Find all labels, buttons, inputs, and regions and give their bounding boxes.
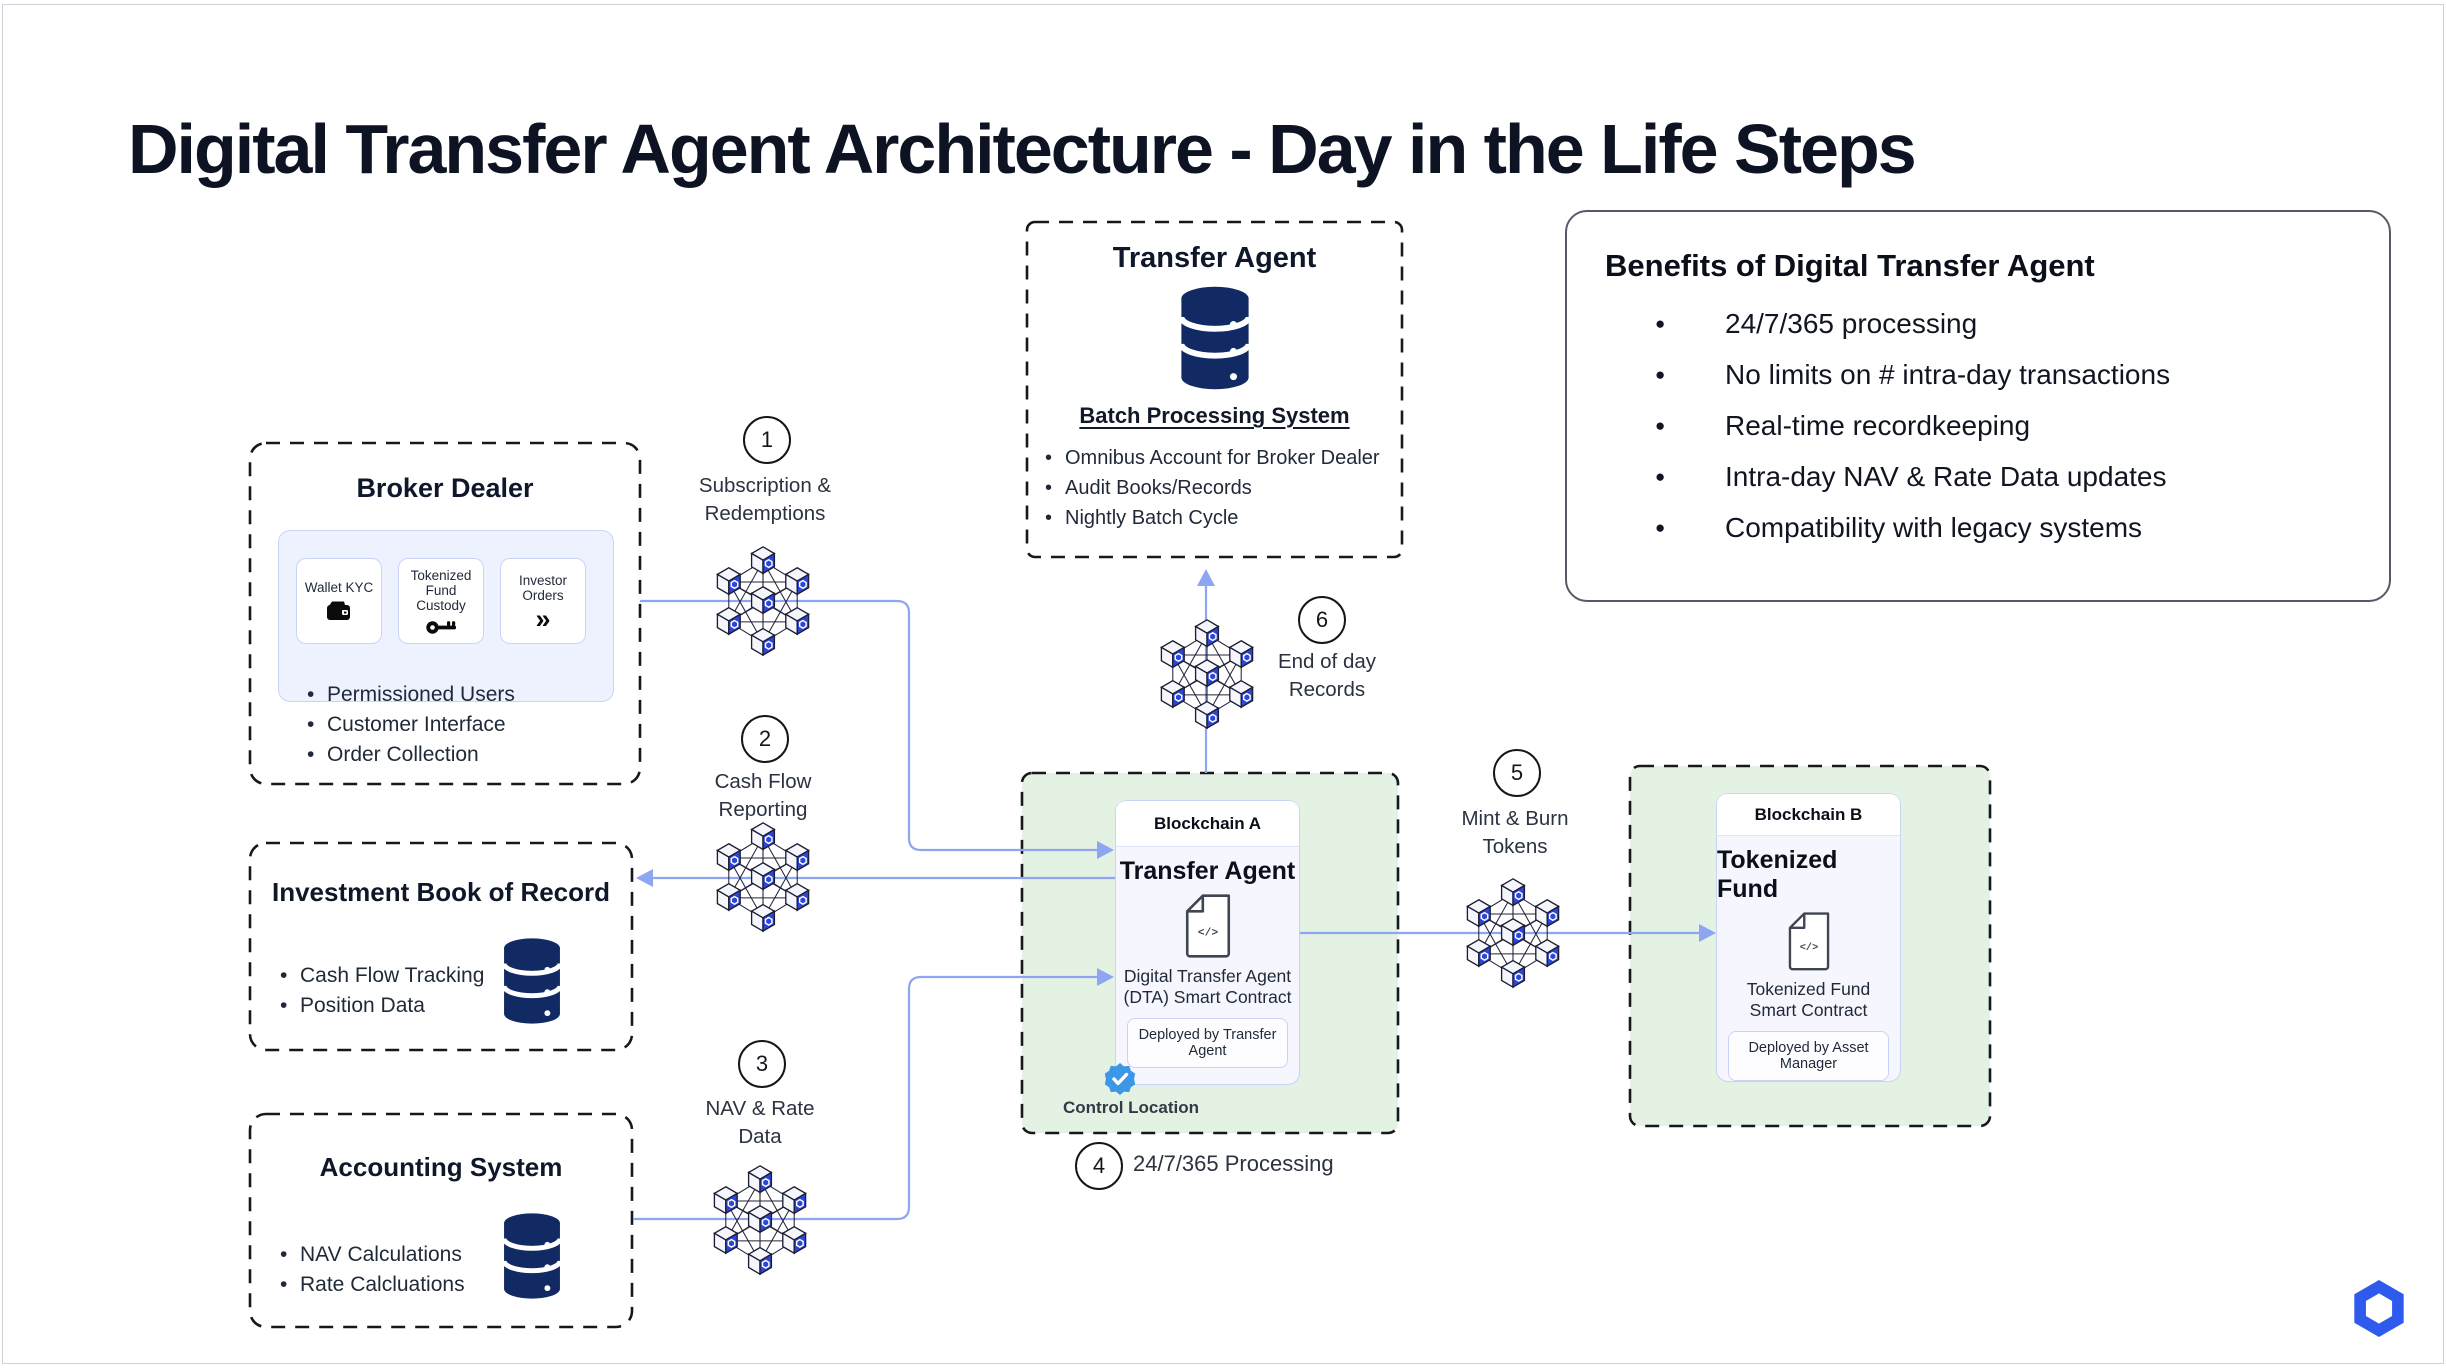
blockchain-a-header: Blockchain A <box>1116 801 1299 847</box>
accounting-bullet: Rate Calcluations <box>278 1270 465 1300</box>
benefit-item: 24/7/365 processing <box>1567 298 2389 349</box>
arrowhead-into-batch <box>1197 569 1215 586</box>
batch-box-title: Transfer Agent <box>1112 242 1317 274</box>
batch-box-border <box>1025 220 1404 559</box>
broker-dealer-border <box>248 441 642 786</box>
tokenized-fund-deployed-by: Deployed by Asset Manager <box>1728 1031 1889 1081</box>
accounting-bullet: NAV Calculations <box>278 1240 465 1270</box>
ibor-bullet: Cash Flow Tracking <box>278 961 484 991</box>
verified-badge-icon <box>1104 1063 1136 1095</box>
step-4-label: 24/7/365 Processing <box>1133 1151 1334 1176</box>
step-5-label: Mint & Burn Tokens <box>1461 807 1569 858</box>
flow-step3-line <box>633 975 1100 1221</box>
accounting-border <box>248 1112 634 1329</box>
batch-bullet: Omnibus Account for Broker Dealer <box>1043 443 1402 473</box>
blockchain-network-icon <box>1456 874 1570 992</box>
flow-step1-line <box>640 599 1100 852</box>
control-location-label: Control Location <box>1063 1098 1199 1117</box>
code-glyph: </> <box>1197 928 1217 940</box>
arrowhead-into-ibor <box>636 869 653 887</box>
ibor-box: Investment Book of Record Cash Flow Trac… <box>250 843 632 1050</box>
module-investor-orders: Investor Orders » <box>500 558 586 644</box>
step-number: 6 <box>1315 607 1329 632</box>
key-icon <box>426 620 456 634</box>
arrowhead-into-dta-bottom <box>1097 968 1114 986</box>
ibor-bullet: Position Data <box>278 991 484 1021</box>
step-1-label: Subscription & Redemptions <box>698 474 832 525</box>
arrowhead-into-tokenized-fund <box>1699 924 1716 942</box>
accounting-bullets: NAV Calculations Rate Calcluations <box>278 1240 465 1300</box>
broker-bullet: Order Collection <box>305 740 515 770</box>
batch-bullet: Audit Books/Records <box>1043 473 1402 503</box>
blockchain-network-icon <box>1150 615 1264 733</box>
module-label: Tokenized Fund Custody <box>410 567 472 613</box>
accounting-box: Accounting System NAV Calculations Rate … <box>250 1114 632 1327</box>
broker-dealer-box: Broker Dealer Wallet KYC Tokenized Fund … <box>250 443 640 784</box>
step-2-badge: 2 <box>741 715 789 763</box>
module-label: Investor Orders <box>518 572 568 603</box>
step-2-label: Cash Flow Reporting <box>714 770 812 821</box>
step-number: 3 <box>755 1051 769 1076</box>
blockchain-network-icon <box>706 818 820 936</box>
benefit-item: Intra-day NAV & Rate Data updates <box>1567 451 2389 502</box>
wallet-icon <box>327 601 350 620</box>
tokenized-fund-title: Tokenized Fund <box>1717 846 1838 904</box>
step-3-label: NAV & Rate Data <box>705 1097 815 1148</box>
batch-system-name: Batch Processing System <box>1079 403 1350 428</box>
blockchain-network-icon <box>703 1161 817 1279</box>
dta-deployed-by: Deployed by Transfer Agent <box>1127 1018 1288 1068</box>
batch-bullet: Nightly Batch Cycle <box>1043 503 1402 533</box>
database-icon <box>497 1212 567 1300</box>
page-title: Digital Transfer Agent Architecture - Da… <box>128 109 1917 188</box>
step-6-label: End of day Records <box>1277 650 1376 701</box>
ibor-border <box>248 841 634 1052</box>
step-5-badge: 5 <box>1493 749 1541 797</box>
transfer-agent-batch-box: Transfer Agent Batch Processing System O… <box>1027 222 1402 557</box>
ibor-bullets: Cash Flow Tracking Position Data <box>278 961 484 1021</box>
double-chevron-icon: » <box>535 603 551 634</box>
database-icon <box>497 937 567 1025</box>
step-number: 1 <box>760 427 774 452</box>
module-wallet-kyc: Wallet KYC <box>296 558 382 644</box>
code-glyph: </> <box>1799 942 1818 954</box>
blockchain-network-icon <box>706 542 820 660</box>
module-label: Wallet KYC <box>304 580 374 595</box>
broker-dealer-title: Broker Dealer <box>356 473 534 503</box>
chainlink-logo-icon <box>2354 1280 2404 1337</box>
blockchain-b-card: Blockchain B Tokenized Fund </> Tokenize… <box>1716 793 1901 1082</box>
broker-bullet: Permissioned Users <box>305 680 515 710</box>
broker-bullet: Customer Interface <box>305 710 515 740</box>
tokenized-fund-caption: Tokenized Fund Smart Contract <box>1746 979 1871 1020</box>
benefit-item: No limits on # intra-day transactions <box>1567 349 2389 400</box>
step-3-badge: 3 <box>738 1040 786 1088</box>
batch-bullet-list: Omnibus Account for Broker Dealer Audit … <box>1043 443 1402 533</box>
broker-dealer-panel: Wallet KYC Tokenized Fund Custody <box>278 530 614 702</box>
blockchain-b-border <box>1628 764 1992 1128</box>
step-4-badge: 4 <box>1075 1142 1123 1190</box>
benefit-item: Compatibility with legacy systems <box>1567 502 2389 553</box>
step-6-badge: 6 <box>1298 596 1346 644</box>
step-number: 4 <box>1092 1153 1106 1178</box>
step-1-badge: 1 <box>743 416 791 464</box>
blockchain-b-header: Blockchain B <box>1717 794 1900 837</box>
smart-contract-icon: </> <box>1185 894 1230 958</box>
accounting-title: Accounting System <box>319 1152 563 1182</box>
step-number: 2 <box>758 726 772 751</box>
ibor-title: Investment Book of Record <box>271 877 611 907</box>
blockchain-a-border <box>1020 771 1400 1135</box>
benefits-panel: Benefits of Digital Transfer Agent 24/7/… <box>1565 210 2391 602</box>
module-tokenized-fund-custody: Tokenized Fund Custody <box>398 558 484 644</box>
arrowhead-into-dta-top <box>1097 841 1114 859</box>
step-number: 5 <box>1510 760 1524 785</box>
database-icon <box>1173 285 1257 391</box>
smart-contract-icon: </> <box>1788 912 1829 971</box>
dta-caption: Digital Transfer Agent (DTA) Smart Contr… <box>1123 966 1292 1007</box>
benefits-list: 24/7/365 processing No limits on # intra… <box>1567 298 2389 553</box>
dta-title: Transfer Agent <box>1119 857 1296 885</box>
benefits-title: Benefits of Digital Transfer Agent <box>1605 248 2095 283</box>
blockchain-a-card: Blockchain A Transfer Agent </> Digital … <box>1115 800 1300 1085</box>
benefit-item: Real-time recordkeeping <box>1567 400 2389 451</box>
broker-dealer-bullets: Permissioned Users Customer Interface Or… <box>305 680 515 770</box>
